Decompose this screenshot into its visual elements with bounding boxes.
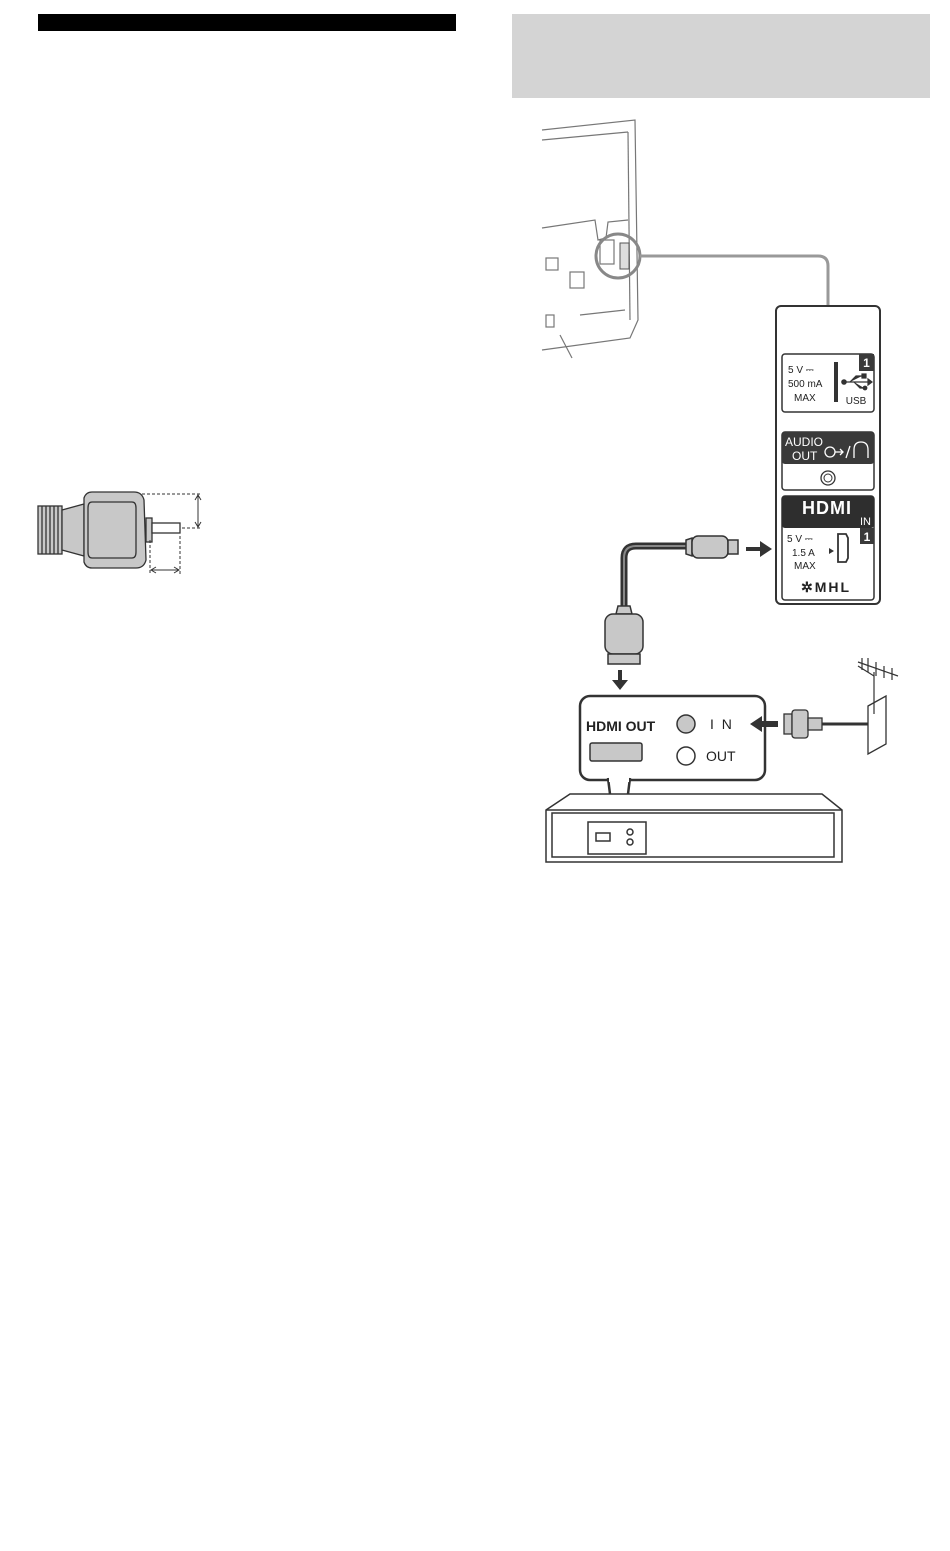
connection-diagram: 1 5 V ⎓ 500 mA MAX USB AUDIO OUT H: [510, 110, 930, 870]
usb-rating-current: 500 mA: [788, 379, 823, 390]
hdmi-logo: HDMI: [802, 498, 852, 518]
zoom-circle: [596, 234, 640, 278]
mhl-logo: ✲MHL: [801, 579, 851, 595]
coax-plug: [784, 710, 822, 738]
hdmi-rating-max: MAX: [794, 561, 816, 572]
usb-rating-max: MAX: [794, 393, 816, 404]
coaxial-connector-diagram: [30, 488, 220, 578]
usb-port-section: 1 5 V ⎓ 500 mA MAX USB: [782, 354, 874, 412]
hdmi-rating-current: 1.5 A: [792, 548, 815, 559]
audio-out-label-1: AUDIO: [785, 435, 823, 449]
device-callout: [580, 696, 765, 780]
audio-out-label-2: OUT: [792, 449, 818, 463]
hdmi-port-icon: [838, 534, 848, 562]
wall-outlet: [868, 696, 886, 754]
hdmi-out-label: HDMI OUT: [586, 718, 656, 734]
arrow-to-hdmi-in: [746, 541, 772, 557]
hdmi-out-port: [590, 743, 642, 761]
audio-jack-icon: [821, 471, 835, 485]
section-header-bar: [38, 14, 456, 31]
set-top-box: [546, 794, 842, 862]
antenna-in-port: [677, 715, 695, 733]
hdmi-plug-horizontal: [686, 536, 738, 558]
hdmi-in-label: IN: [860, 516, 871, 528]
usb-label: USB: [846, 396, 867, 407]
hdmi-cable: [624, 546, 692, 606]
usb-port-number: 1: [863, 356, 870, 370]
section-header-box: [512, 14, 930, 98]
antenna-in-label: I N: [710, 716, 734, 732]
arrow-to-device: [612, 670, 628, 690]
antenna-out-port: [677, 747, 695, 765]
hdmi-in-section: HDMI IN 1 5 V ⎓ 1.5 A MAX ✲MHL: [782, 496, 874, 600]
usb-rating-voltage: 5 V ⎓: [788, 365, 814, 376]
hdmi-port-number: 1: [864, 530, 871, 544]
antenna-out-label: OUT: [706, 748, 736, 764]
hdmi-plug-vertical: [605, 606, 643, 664]
hdmi-rating-voltage: 5 V ⎓: [787, 534, 813, 545]
zoom-leader-line: [640, 256, 828, 306]
audio-out-section: AUDIO OUT: [782, 432, 874, 490]
tv-rear-illustration: [542, 120, 638, 358]
